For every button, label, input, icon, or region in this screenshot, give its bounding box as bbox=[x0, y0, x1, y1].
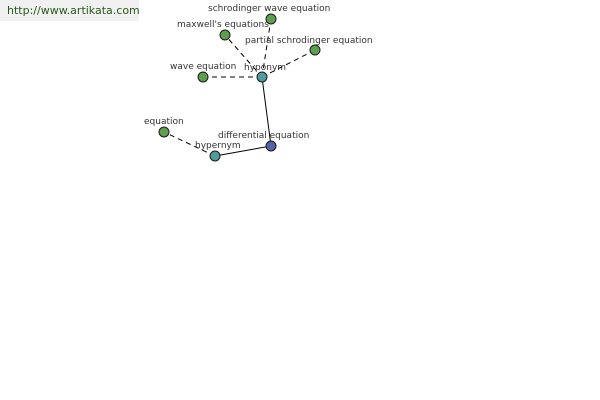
node-wave-equation[interactable] bbox=[197, 71, 209, 83]
node-schrodinger-wave-equation[interactable] bbox=[265, 13, 277, 25]
node-maxwells-equations[interactable] bbox=[219, 29, 231, 41]
edges-layer bbox=[163, 18, 316, 157]
node-hyponym[interactable] bbox=[256, 71, 268, 83]
nodes-layer bbox=[158, 13, 321, 162]
edge-differential-equation-to-hypernym bbox=[214, 145, 272, 157]
node-hypernym[interactable] bbox=[209, 150, 221, 162]
node-label-hypernym[interactable]: hypernym bbox=[195, 141, 241, 151]
edge-differential-equation-to-hyponym bbox=[261, 76, 272, 147]
edge-hyponym-to-partial-schrodinger-equation bbox=[261, 49, 316, 78]
node-partial-schrodinger-equation[interactable] bbox=[309, 44, 321, 56]
node-label-hyponym[interactable]: hyponym bbox=[244, 63, 286, 73]
edge-hyponym-to-schrodinger-wave-equation bbox=[261, 18, 272, 78]
url-banner[interactable]: http://www.artikata.com bbox=[0, 0, 140, 21]
node-label-partial-schrodinger-equation[interactable]: partial schrodinger equation bbox=[245, 36, 373, 46]
node-label-wave-equation[interactable]: wave equation bbox=[170, 62, 236, 72]
node-label-maxwells-equations[interactable]: maxwell's equations bbox=[177, 20, 269, 30]
labels-layer: differential equation hyponym hypernym schr… bbox=[144, 4, 373, 151]
node-differential-equation[interactable] bbox=[265, 140, 277, 152]
node-label-schrodinger-wave-equation[interactable]: schrodinger wave equation bbox=[208, 4, 330, 14]
node-label-equation[interactable]: equation bbox=[144, 117, 184, 127]
edge-hyponym-to-maxwells-equations bbox=[224, 34, 263, 78]
node-equation[interactable] bbox=[158, 126, 170, 138]
node-label-differential-equation[interactable]: differential equation bbox=[218, 131, 309, 141]
edge-hypernym-to-equation bbox=[163, 131, 216, 157]
